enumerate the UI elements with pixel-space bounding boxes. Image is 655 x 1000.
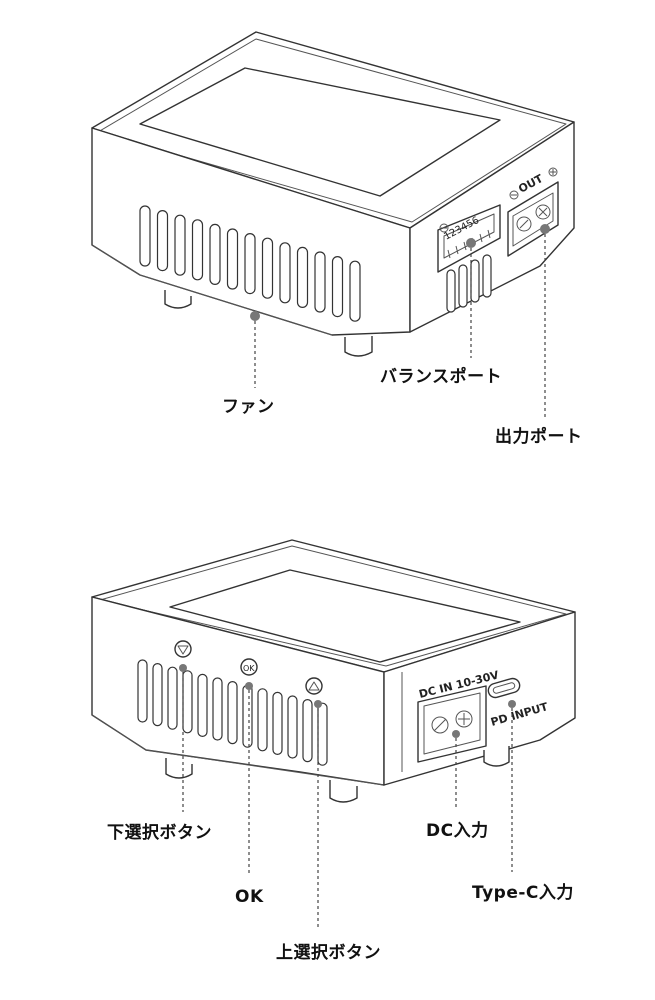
vent-slot (174, 214, 186, 276)
vent-slot (167, 666, 178, 730)
side-vents (446, 254, 492, 313)
vent-slot (314, 251, 326, 313)
output-port-callout: 出力ポート (495, 224, 583, 447)
vent-slot (279, 242, 291, 304)
down-select-callout: 下選択ボタン (107, 664, 212, 843)
vent-slot (272, 691, 283, 756)
charger-bottom-view: OK DC IN 10-30V PD INPUT (91, 539, 576, 963)
vent-slot (302, 698, 313, 763)
ok-label: OK (235, 887, 264, 907)
balance-port-callout: バランスポート (380, 238, 502, 387)
feet (164, 290, 373, 357)
vent-slot (257, 688, 268, 752)
fan-label: ファン (222, 397, 275, 417)
type-c-callout: Type-C入力 (472, 700, 574, 903)
down-select-label: 下選択ボタン (107, 822, 212, 843)
vent-slot (139, 205, 151, 267)
dc-input-callout: DC入力 (426, 730, 489, 841)
fan-vents (139, 205, 361, 322)
ok-callout: OK (235, 682, 264, 907)
vent-slot (317, 702, 328, 766)
fan-vents-2 (137, 659, 328, 766)
down-select-button[interactable] (174, 640, 192, 658)
vent-slot (482, 254, 492, 298)
output-port-label: 出力ポート (495, 426, 583, 447)
feet-2 (165, 746, 510, 803)
fan-callout: ファン (222, 311, 275, 417)
up-select-callout: 上選択ボタン (276, 700, 381, 963)
vent-slot (331, 256, 344, 318)
display-screen (139, 67, 501, 197)
up-select-label: 上選択ボタン (276, 942, 381, 963)
vent-slot (227, 680, 238, 745)
vent-slot (261, 237, 274, 299)
up-select-button[interactable] (305, 677, 323, 695)
vent-slot (182, 670, 193, 734)
vent-slot (137, 659, 148, 723)
display-screen-2 (169, 569, 521, 663)
vent-slot (296, 246, 309, 308)
charger-top-view: 123456 OUT ファン (91, 31, 583, 447)
vent-slot (244, 233, 256, 295)
vent-slot (458, 264, 468, 308)
vent-slot (197, 673, 208, 738)
vent-slot (156, 210, 169, 272)
vent-slot (242, 684, 253, 748)
vent-slot (349, 260, 361, 322)
vent-slot (226, 228, 239, 290)
vent-slot (287, 695, 298, 759)
ok-button[interactable]: OK (240, 658, 258, 676)
vent-slot (191, 219, 204, 281)
vent-slot (212, 677, 223, 741)
vent-slot (152, 662, 163, 727)
vent-slot (209, 223, 221, 285)
ok-button-text: OK (243, 664, 255, 673)
dc-input-label: DC入力 (426, 820, 489, 841)
balance-port-label: バランスポート (380, 366, 502, 387)
vent-slot (470, 259, 480, 303)
type-c-label: Type-C入力 (472, 882, 574, 903)
vent-slot (446, 269, 456, 313)
